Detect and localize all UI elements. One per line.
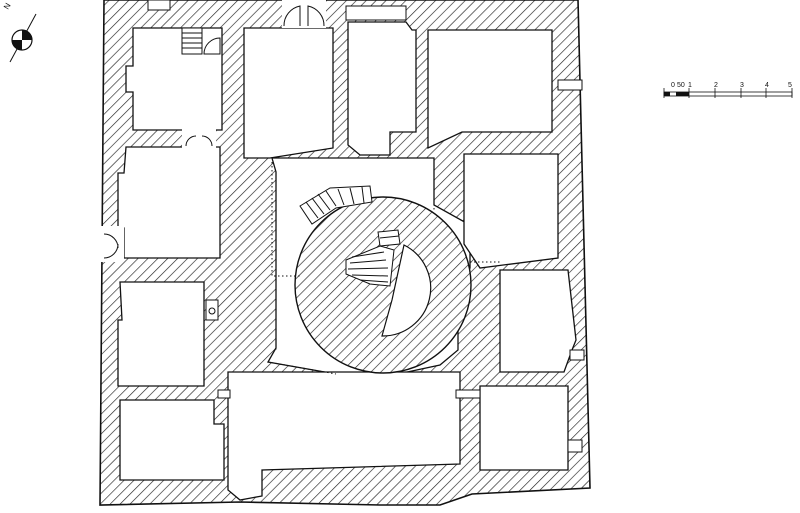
room-east-3 xyxy=(479,385,569,471)
room-sw xyxy=(119,399,225,481)
north-arrow: N xyxy=(2,1,37,63)
room-west-3 xyxy=(117,281,205,387)
scale-label-5: 5 xyxy=(788,82,792,89)
room-south-center xyxy=(227,371,461,501)
scale-label-4: 4 xyxy=(765,82,769,89)
door-west-exterior xyxy=(96,226,124,262)
stair-flight-upper xyxy=(299,185,373,225)
room-north-center xyxy=(243,27,334,159)
room-north-right xyxy=(347,21,417,156)
dotted-outline-west xyxy=(271,162,300,277)
stair-flight-small xyxy=(377,229,401,247)
north-label: N xyxy=(2,1,13,11)
room-west-2 xyxy=(117,146,221,259)
scale-bar: 0 50 1 2 3 4 5 xyxy=(663,82,793,98)
stair-tower xyxy=(294,185,472,374)
room-east-2 xyxy=(499,269,577,373)
scale-label-2: 2 xyxy=(714,82,718,89)
room-ne xyxy=(427,29,553,150)
staircase-nw xyxy=(181,27,221,55)
newel-void xyxy=(381,244,432,337)
scale-label-1: 1 xyxy=(688,82,692,89)
scale-label-3: 3 xyxy=(740,82,744,89)
openings-east xyxy=(217,79,585,453)
room-east-1 xyxy=(463,153,559,269)
scale-label-50: 50 xyxy=(677,82,685,89)
door-north-entrance xyxy=(282,0,326,28)
scale-label-0: 0 xyxy=(671,82,675,89)
wall-niche-west xyxy=(205,299,219,321)
opening-north-top xyxy=(147,0,407,21)
door-nw-room xyxy=(182,128,216,150)
